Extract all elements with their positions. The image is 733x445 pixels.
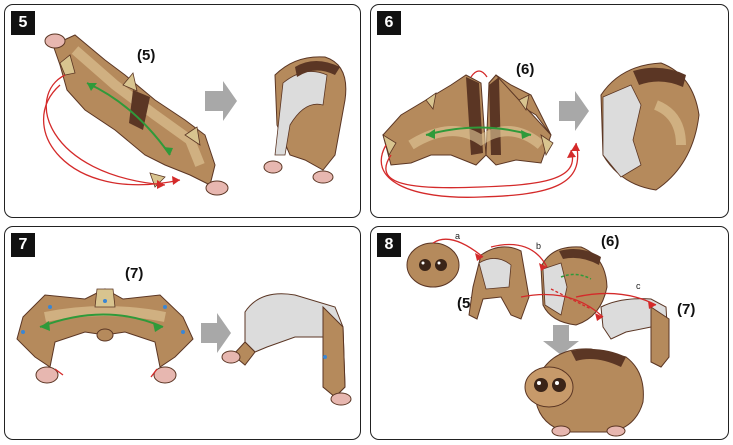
step-6-illustration <box>380 62 700 198</box>
join-letter-a: a <box>455 231 461 241</box>
paw <box>330 392 352 406</box>
eye <box>419 259 431 271</box>
paw <box>35 366 59 384</box>
paw <box>153 366 177 384</box>
part-label: (7) <box>125 265 144 282</box>
eye <box>435 259 447 271</box>
paw <box>312 170 334 184</box>
glue-tab <box>518 94 530 111</box>
glue-dot <box>181 330 185 334</box>
glue-tab <box>540 134 554 157</box>
step-number-badge: 6 <box>377 11 401 35</box>
glue-dot <box>163 305 167 309</box>
step-7-illustration <box>16 288 352 406</box>
step-panel-6: 6 (6) <box>370 4 729 218</box>
step-5-illustration <box>42 33 347 196</box>
next-step-arrow <box>205 81 237 121</box>
red-join-arrow <box>490 243 548 268</box>
eye <box>534 378 548 392</box>
next-step-arrow <box>543 325 579 355</box>
red-join-arrow <box>385 149 574 189</box>
join-letter-c: c <box>636 281 641 291</box>
step-panel-7: 7 (7) <box>4 226 361 440</box>
glue-tab <box>184 126 201 146</box>
next-step-arrow <box>559 91 589 131</box>
green-fold-arrow <box>560 273 592 280</box>
finished-face <box>524 366 574 408</box>
step-number-badge: 5 <box>11 11 35 35</box>
red-join-arrow <box>432 238 484 258</box>
paw <box>44 33 66 49</box>
part-label-head: (6) <box>601 233 620 250</box>
part-label: (6) <box>516 61 535 78</box>
glue-tab <box>425 92 437 110</box>
step-8-illustration <box>406 238 670 437</box>
part-label-legs: (7) <box>677 301 696 318</box>
step-panel-5: 5 (5) <box>4 4 361 218</box>
paw <box>263 160 283 174</box>
step-number-badge: 7 <box>11 233 35 257</box>
green-fold-arrow <box>86 82 171 156</box>
face-piece <box>406 242 460 288</box>
glue-dot <box>323 355 327 359</box>
step-number-badge: 8 <box>377 233 401 257</box>
green-fold-arrow <box>425 126 532 136</box>
glue-dot <box>48 305 52 309</box>
next-step-arrow <box>201 313 231 353</box>
glue-tab <box>94 288 116 308</box>
red-join-arrow <box>42 84 181 186</box>
glue-tab <box>122 72 138 92</box>
part-label: (5) <box>137 47 156 64</box>
glue-dot <box>103 299 107 303</box>
red-join-arrow <box>380 142 579 198</box>
glue-dot <box>21 330 25 334</box>
finished-model <box>535 348 644 433</box>
paw <box>551 425 571 437</box>
glue-tab <box>59 54 76 76</box>
assembled-legs <box>244 293 346 398</box>
paw <box>205 180 229 196</box>
paw <box>221 350 241 364</box>
green-fold-arrow <box>39 313 164 328</box>
tail-stub <box>96 328 114 342</box>
dark-fur-patch <box>129 90 150 130</box>
join-letter-b: b <box>536 241 542 251</box>
step-panel-8: 8 (5) (6) (7) a b c <box>370 226 729 440</box>
eye <box>552 378 566 392</box>
paw <box>606 425 626 437</box>
red-join-arrow <box>45 74 166 186</box>
